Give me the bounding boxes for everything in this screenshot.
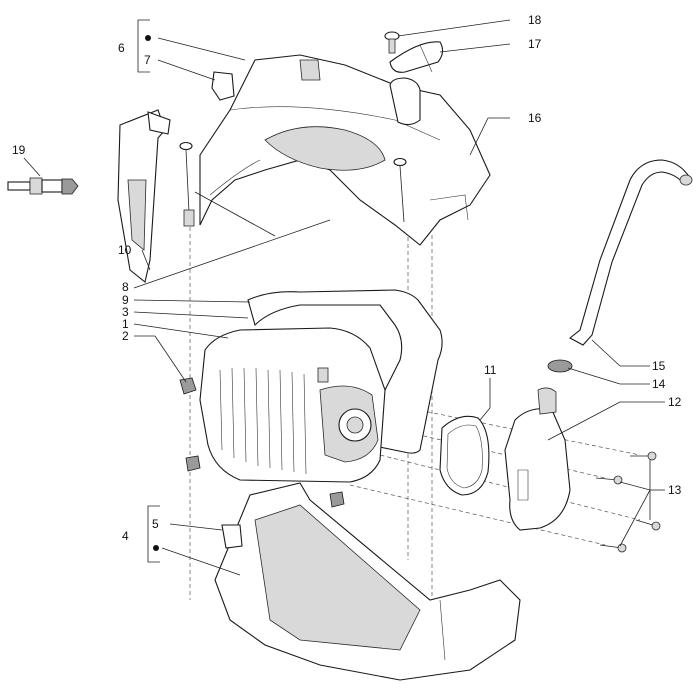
lower-cover-part-4 [214, 482, 521, 681]
side-panel-part-10 [117, 109, 171, 283]
screws-part-13 [595, 451, 661, 553]
callout-17: 17 [528, 37, 542, 51]
head-cover-part-1 [199, 327, 386, 483]
clip-part-7 [211, 71, 235, 101]
callout-7: 7 [144, 53, 151, 67]
callout-2: 2 [122, 329, 129, 343]
screw-part-18 [384, 31, 400, 54]
callout-13: 13 [668, 483, 682, 497]
callout-10: 10 [118, 243, 132, 257]
clamp-part-14 [547, 359, 573, 373]
breather-part-12 [504, 387, 571, 531]
callout-labels: 6 7 18 17 16 19 10 8 9 3 1 2 11 15 14 12… [12, 13, 682, 543]
cooling-fins [219, 367, 307, 475]
callout-11: 11 [484, 363, 497, 377]
assembly-dot-6 [145, 35, 151, 41]
o-ring-part-11 [439, 415, 490, 496]
callout-5: 5 [152, 517, 159, 531]
bracket-part-17 [389, 41, 444, 73]
gasket-part-9 [247, 289, 443, 454]
callout-12: 12 [668, 395, 682, 409]
upper-cover-part [199, 54, 491, 246]
callout-14: 14 [652, 377, 666, 391]
callout-8: 8 [122, 280, 129, 294]
leader-lines [23, 19, 665, 576]
clip-part-5 [221, 524, 243, 549]
callout-6: 6 [118, 41, 125, 55]
callout-4: 4 [122, 529, 129, 543]
callout-18: 18 [528, 13, 542, 27]
callout-1: 1 [122, 317, 129, 331]
bolts-part-2 [179, 377, 345, 508]
hose-part-15 [569, 159, 693, 346]
spark-plug-part-19 [7, 177, 79, 195]
assembly-dot-4 [153, 545, 159, 551]
callout-19: 19 [12, 143, 26, 157]
callout-3: 3 [122, 305, 129, 319]
callout-16: 16 [528, 111, 542, 125]
callout-9: 9 [122, 293, 129, 307]
long-screws [179, 141, 407, 227]
callout-15: 15 [652, 359, 666, 373]
